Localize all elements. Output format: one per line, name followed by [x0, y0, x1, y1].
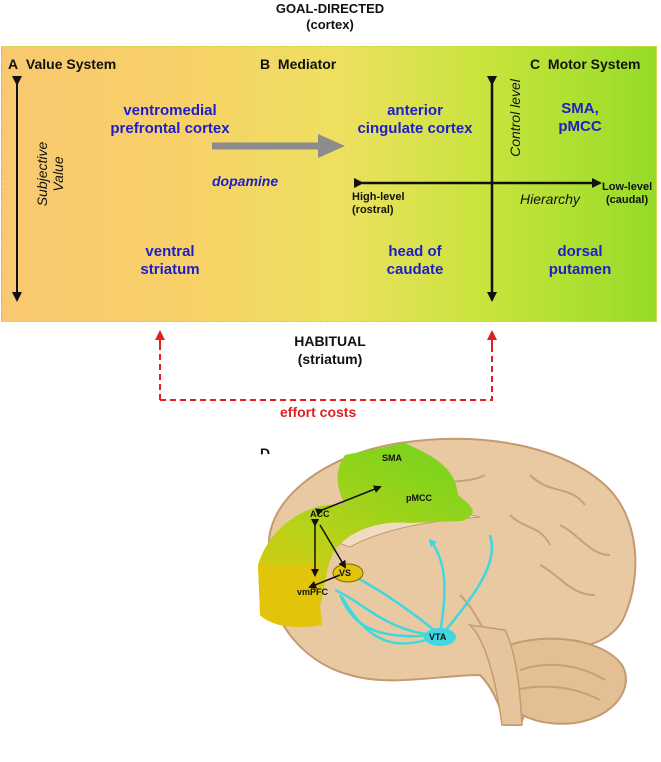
caudate-line1: head of: [388, 243, 442, 260]
acc-line1: anterior: [387, 102, 443, 119]
panel-c-name: Motor System: [547, 56, 641, 72]
effort-costs-loop: [159, 336, 493, 401]
vta-region: [424, 628, 456, 646]
vmpfc-label: vmPFC: [297, 587, 329, 597]
sma-region-label: SMA, pMCC: [540, 100, 620, 136]
cerebellum: [490, 637, 627, 725]
header-subtitle: (cortex): [306, 17, 354, 32]
vs-label: VS: [339, 568, 351, 578]
vmpfc-area: [258, 565, 322, 627]
dopamine-label: dopamine: [212, 173, 279, 189]
header-title: GOAL-DIRECTED: [275, 1, 385, 16]
panel-a-title: A Value System: [8, 56, 116, 72]
vs-line1: ventral: [145, 243, 195, 260]
sma-line1: SMA,: [561, 100, 599, 117]
putamen-line1: dorsal: [557, 243, 603, 260]
vmpfc-region-label: ventromedial prefrontal cortex: [80, 102, 260, 138]
brain-illustration: SMA pMCC ACC VS vmPFC VTA: [248, 435, 658, 762]
acc-label: ACC: [310, 509, 330, 519]
low-level-line1: Low-level: [602, 181, 653, 193]
panel-b-title: B Mediator: [260, 56, 336, 72]
vs-vmpfc-arrow: [308, 574, 341, 589]
vs-line2: striatum: [140, 261, 200, 278]
acc-sma-arrow: [314, 485, 382, 516]
panel-d-letter: D: [260, 445, 271, 461]
vmpfc-line2: prefrontal cortex: [110, 120, 230, 137]
acc-line2: cingulate cortex: [357, 120, 473, 137]
acc-region-label: anterior cingulate cortex: [330, 102, 500, 138]
caudate-region-label: head of caudate: [340, 243, 490, 279]
sma-line2: pMCC: [558, 118, 602, 135]
low-level-label: Low-level (caudal): [602, 181, 652, 207]
goal-directed-header: GOAL-DIRECTED (cortex): [230, 1, 430, 33]
panel-c-title: C Motor System: [530, 56, 640, 72]
panel-a-name: Value System: [25, 56, 117, 72]
effort-costs-label: effort costs: [280, 404, 357, 420]
dopamine-arrow-head: [318, 134, 345, 158]
putamen-line2: putamen: [548, 261, 612, 278]
arrows-overlay: [12, 76, 602, 401]
caudate-line2: caudate: [386, 261, 444, 278]
high-level-label: High-level (rostral): [352, 191, 405, 217]
network-arrows: [308, 485, 382, 589]
panel-a-letter: A: [8, 56, 19, 72]
acc-vs-arrow: [319, 524, 347, 569]
panel-c-letter: C: [530, 56, 541, 72]
panel-b-name: Mediator: [277, 56, 337, 72]
brainstem: [467, 623, 523, 726]
habitual-header: HABITUAL (striatum): [230, 332, 430, 368]
habitual-subtitle: (striatum): [297, 351, 363, 367]
low-level-line2: (caudal): [605, 194, 649, 206]
high-level-line1: High-level: [352, 191, 405, 203]
vta-label: VTA: [429, 632, 447, 642]
panel-b-letter: B: [260, 56, 271, 72]
ventral-striatum-label: ventral striatum: [90, 243, 250, 279]
habitual-title: HABITUAL: [294, 333, 366, 349]
sma-label: SMA: [382, 453, 403, 463]
high-level-line2: (rostral): [352, 204, 394, 216]
dopamine-pathways: [334, 534, 494, 645]
hierarchy-label: Hierarchy: [520, 191, 580, 207]
putamen-region-label: dorsal putamen: [530, 243, 630, 279]
vmpfc-line1: ventromedial: [123, 102, 217, 119]
pmcc-label: pMCC: [406, 493, 432, 503]
